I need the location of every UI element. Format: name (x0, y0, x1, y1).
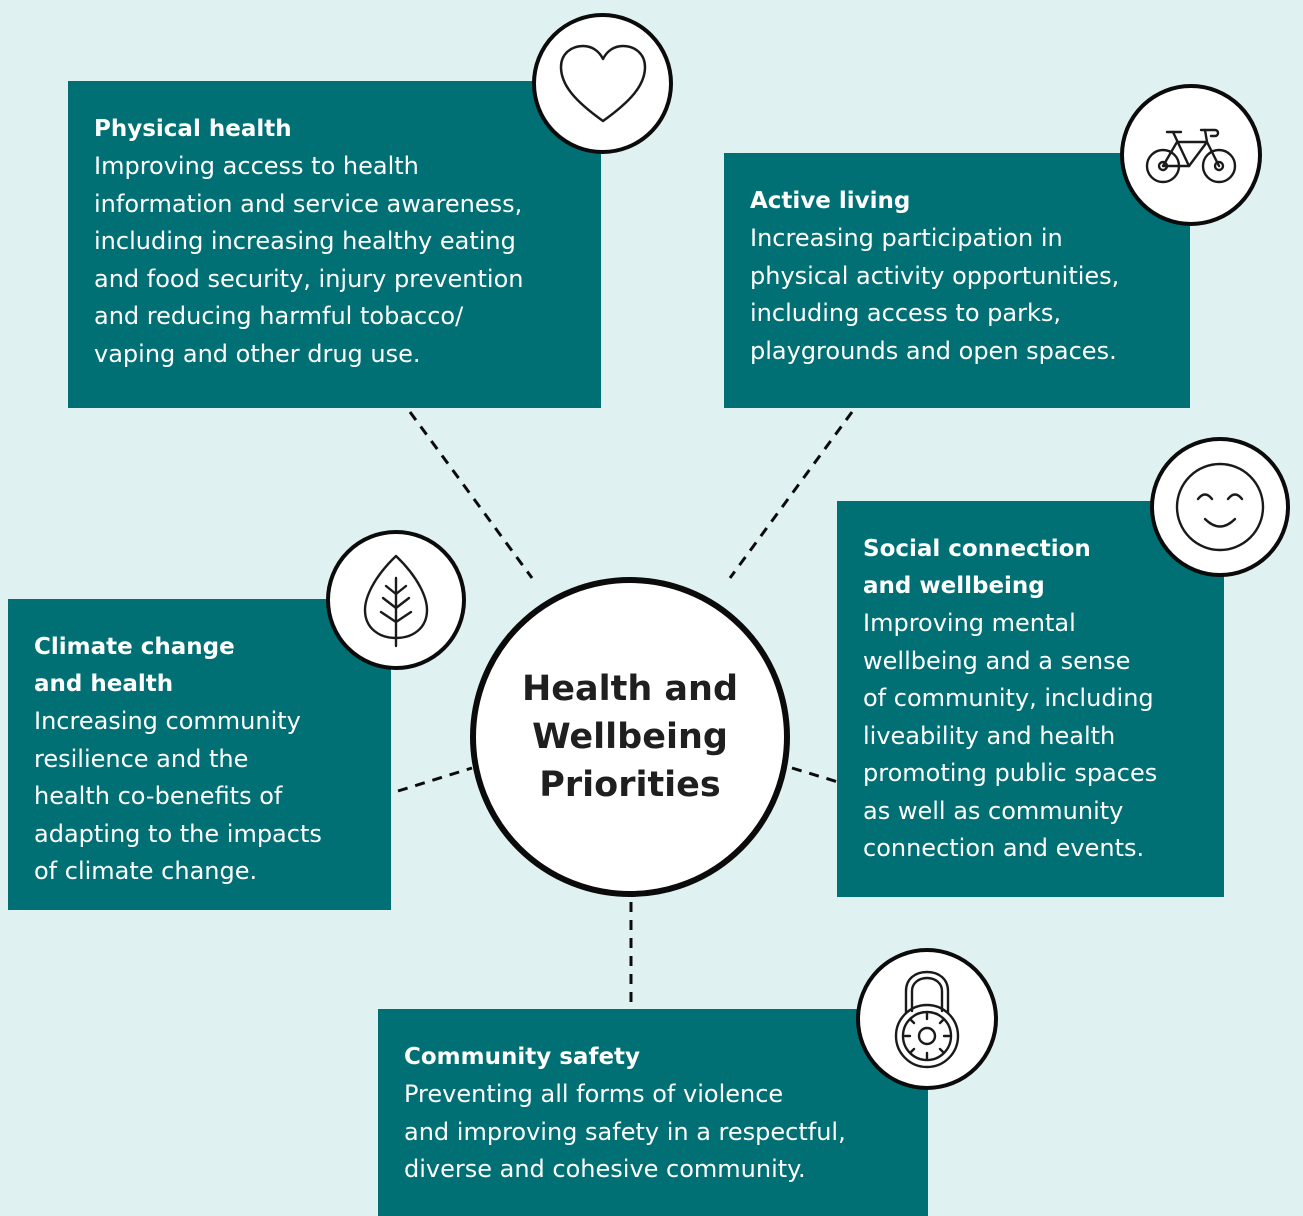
leaf-icon (363, 554, 429, 648)
center-hub: Health and Wellbeing Priorities (470, 577, 790, 897)
connector-social-connection (791, 766, 839, 784)
heart-icon-badge (532, 13, 673, 154)
priority-title: Community safety (404, 1044, 641, 1070)
connector-active-living (728, 411, 854, 579)
priority-card-climate-change: Climate change and health Increasing com… (8, 599, 391, 910)
connector-climate-change (397, 766, 473, 793)
priority-card-physical-health: Physical health Improving access to heal… (68, 81, 601, 408)
combination-lock-icon (894, 970, 960, 1069)
bicycle-icon (1145, 128, 1237, 184)
leaf-icon-badge (326, 530, 466, 670)
heart-icon (559, 44, 646, 122)
priority-description: Increasing participation in physical act… (750, 224, 1120, 365)
priority-card-active-living: Active living Increasing participation i… (724, 153, 1190, 408)
smiley-face-icon-badge (1150, 437, 1290, 577)
priority-description: Increasing community resilience and the … (34, 707, 322, 885)
priority-description: Preventing all forms of violence and imp… (404, 1080, 846, 1183)
priority-description: Improving mental wellbeing and a sense o… (863, 609, 1158, 862)
center-title: Health and Wellbeing Priorities (521, 669, 739, 805)
priority-card-social-connection: Social connection and wellbeing Improvin… (837, 501, 1224, 897)
priority-title: Social connection and wellbeing (863, 536, 1091, 599)
priority-card-community-safety: Community safety Preventing all forms of… (378, 1009, 928, 1216)
priority-title: Active living (750, 188, 911, 214)
bicycle-icon-badge (1120, 84, 1262, 226)
combination-lock-icon-badge (856, 948, 998, 1090)
priority-description: Improving access to health information a… (94, 152, 524, 368)
priority-title: Physical health (94, 116, 292, 142)
priority-title: Climate change and health (34, 634, 235, 697)
connector-physical-health (408, 411, 534, 579)
smiley-face-icon (1175, 462, 1265, 552)
